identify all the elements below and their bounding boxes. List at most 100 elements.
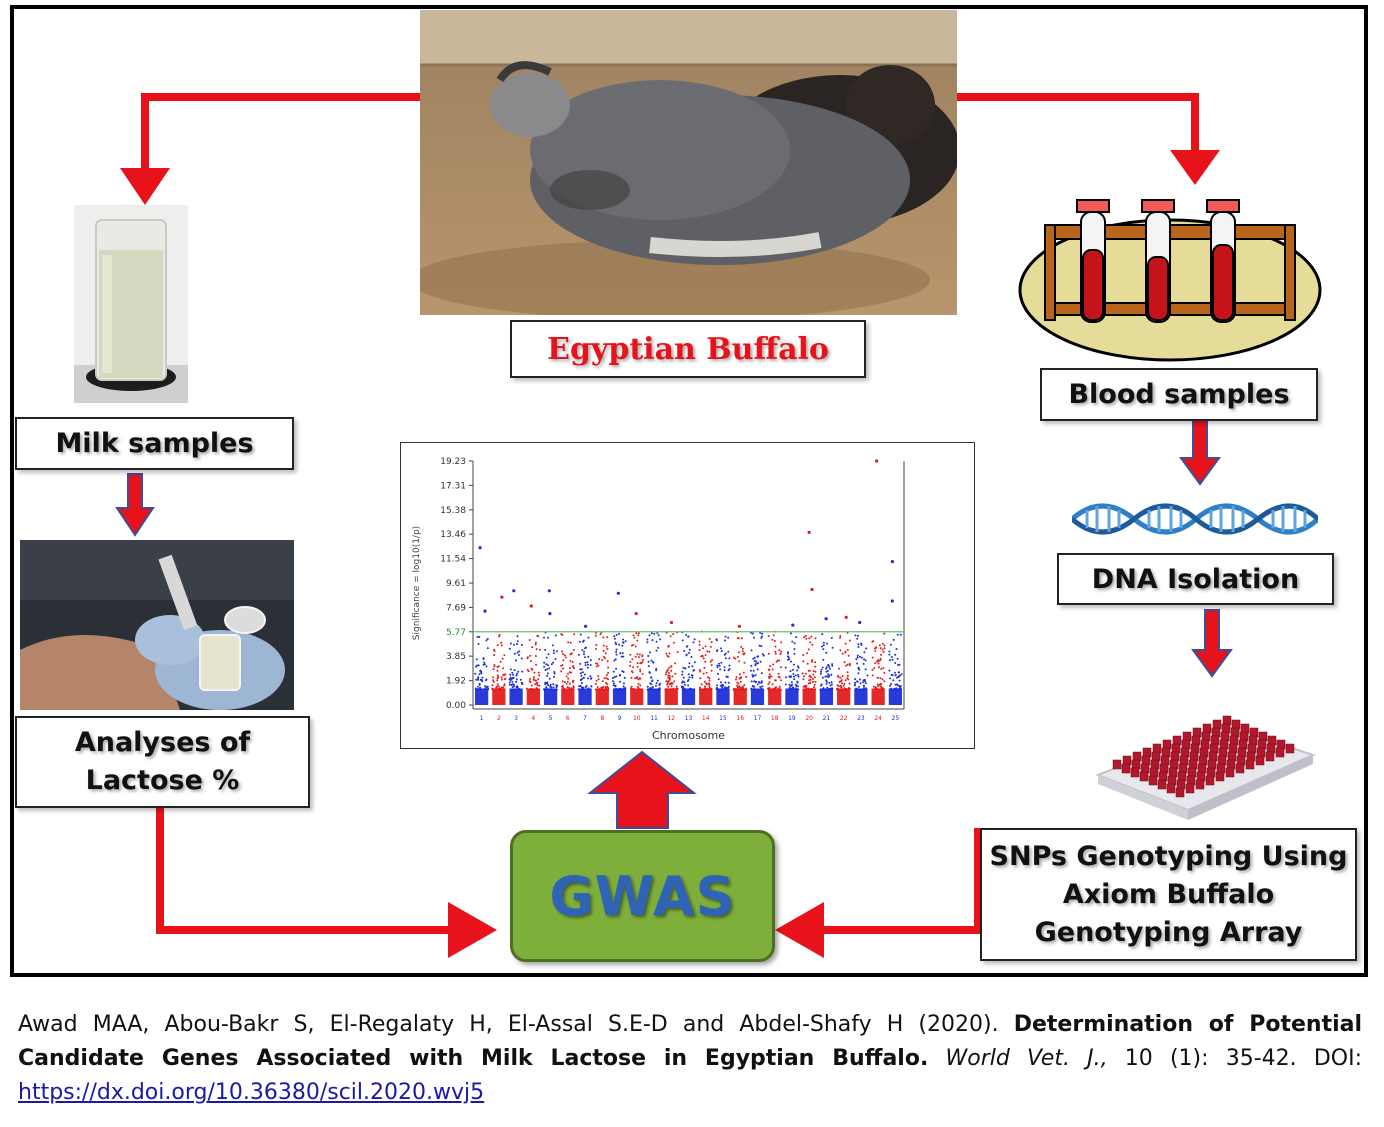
snp-point: [478, 673, 481, 676]
snp-point: [895, 648, 898, 650]
snp-point: [630, 676, 633, 679]
snp-point: [812, 673, 815, 676]
snp-point: [897, 664, 899, 666]
snp-point: [778, 659, 781, 662]
chromosome-block: [543, 688, 558, 705]
snp-point: [602, 650, 605, 652]
snp-point: [531, 688, 534, 691]
snp-point: [780, 641, 783, 644]
snp-point: [857, 646, 860, 648]
snp-point: [631, 658, 634, 661]
snp-point: [758, 681, 761, 684]
snp-point: [561, 680, 564, 683]
snp-point: [829, 688, 832, 691]
snp-point: [742, 652, 745, 655]
snp-point: [634, 655, 637, 658]
snp-point: [619, 652, 622, 655]
snp-point: [883, 671, 886, 674]
snp-point: [633, 636, 636, 639]
snp-point: [751, 632, 754, 635]
snp-point: [839, 636, 842, 639]
snp-point: [814, 670, 817, 673]
snp-point: [595, 665, 598, 668]
snp-point: [666, 683, 669, 686]
chromosome-block: [837, 688, 851, 705]
x-tick-label: 8: [600, 715, 604, 722]
snp-point: [546, 682, 549, 685]
snp-point: [721, 687, 724, 690]
snp-point: [579, 668, 582, 671]
snp-point: [792, 675, 795, 678]
snp-point: [537, 671, 540, 674]
snp-point: [496, 683, 499, 686]
snp-point: [769, 665, 772, 667]
peak-point: [890, 560, 894, 564]
snp-point: [581, 649, 584, 651]
snp-point: [508, 681, 511, 684]
snp-point: [788, 658, 791, 661]
snp-point: [808, 669, 811, 672]
snp-point: [607, 678, 609, 681]
snp-point: [727, 636, 730, 639]
snp-point: [651, 639, 654, 642]
y-tick-label: 0.00: [446, 701, 466, 711]
x-tick-label: 4: [531, 715, 535, 722]
snp-point: [519, 678, 522, 681]
snp-point: [584, 647, 587, 650]
snp-point: [683, 681, 686, 684]
snp-point: [527, 688, 530, 691]
snp-point: [579, 672, 582, 675]
snp-point: [517, 670, 520, 673]
snp-point: [581, 687, 584, 690]
y-tick-label: 9.61: [446, 579, 466, 589]
snp-point: [828, 674, 831, 677]
snp-point: [666, 654, 669, 657]
x-tick-label: 22: [840, 715, 848, 722]
snp-point: [789, 685, 792, 687]
snp-point: [896, 633, 899, 636]
gwas-node: GWAS: [510, 830, 775, 962]
citation-doi-link[interactable]: https://dx.doi.org/10.36380/scil.2020.wv…: [18, 1080, 485, 1105]
snp-point: [840, 679, 843, 682]
snp-point: [510, 678, 513, 681]
snp-point: [827, 673, 830, 676]
snp-point: [857, 688, 860, 691]
snp-point: [724, 635, 727, 638]
snp-point: [760, 645, 763, 647]
x-tick-label: 18: [771, 715, 779, 722]
snp-point: [767, 652, 770, 655]
snp-point: [826, 675, 829, 678]
snp-point: [892, 679, 895, 682]
peak-point: [512, 589, 516, 593]
snp-point: [797, 673, 800, 676]
snp-point: [864, 668, 867, 671]
snp-point: [584, 656, 586, 659]
snp-point: [768, 677, 771, 680]
snp-point: [813, 676, 816, 679]
snp-point: [562, 687, 565, 690]
egyptian-buffalo-text: Egyptian Buffalo: [547, 331, 829, 367]
snp-point: [474, 687, 477, 690]
snp-point: [515, 680, 518, 683]
snp-point: [848, 682, 851, 685]
snp-point: [615, 653, 618, 656]
snp-point: [646, 641, 649, 644]
peak-point: [737, 624, 741, 628]
snp-point: [813, 686, 815, 689]
snp-point: [777, 672, 780, 675]
y-tick-label: 3.85: [446, 652, 466, 662]
snp-point: [767, 635, 770, 637]
snp-point: [637, 634, 640, 637]
snp-point: [709, 660, 712, 663]
snp-point: [778, 685, 781, 688]
snp-point: [583, 653, 585, 656]
snp-point: [808, 674, 811, 677]
snp-point: [860, 688, 863, 691]
snp-point: [883, 647, 886, 650]
snp-point: [807, 682, 810, 685]
snp-point: [581, 671, 584, 674]
snp-point: [839, 684, 842, 687]
snp-point: [547, 636, 549, 639]
snp-point: [647, 660, 650, 663]
